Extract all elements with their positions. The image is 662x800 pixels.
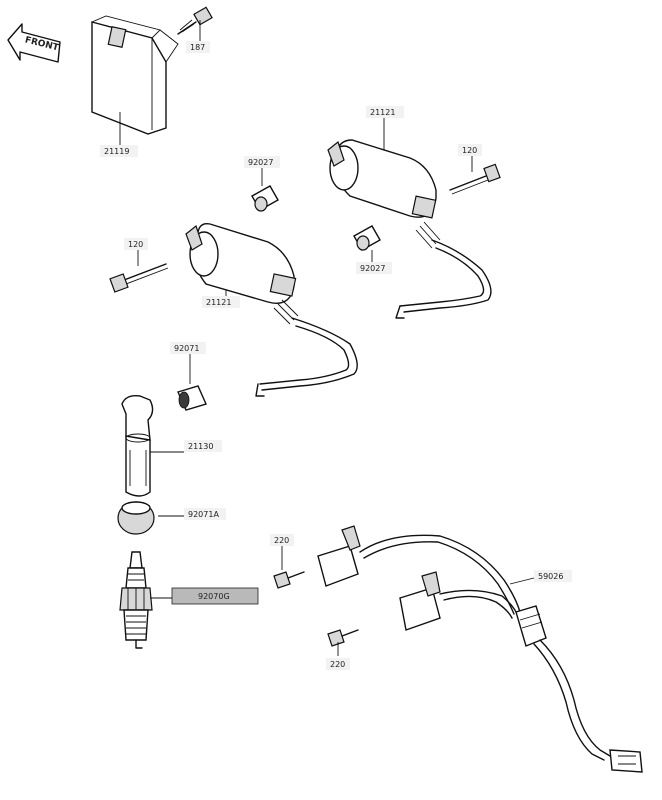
- seal-ring-drawing: [117, 501, 155, 535]
- callout-120-rear[interactable]: 120: [458, 144, 482, 156]
- front-coil-spacer-drawing: [251, 185, 279, 212]
- spark-plug-drawing: [119, 551, 153, 649]
- callout-21121-rear[interactable]: 21121: [366, 106, 404, 118]
- part-number-cap-cover: 92071: [174, 344, 199, 353]
- front-arrow-text: FRONT: [24, 35, 61, 53]
- part-number-coil-front-bolt: 120: [128, 240, 143, 249]
- front-coil-drawing: [185, 222, 358, 397]
- callout-21119[interactable]: 21119: [100, 145, 138, 157]
- ignitor-bolt-drawing: [177, 6, 213, 35]
- plug-cap-drawing: [121, 394, 154, 497]
- part-number-coil-front-spacer: 92027: [248, 158, 273, 167]
- part-number-ignitor-unit: 21119: [104, 147, 129, 156]
- callout-220-upper[interactable]: 220: [270, 534, 294, 546]
- part-number-ignitor-bolt: 187: [190, 43, 205, 52]
- part-number-spark-plug: 92070G: [198, 592, 230, 601]
- callout-92071[interactable]: 92071: [170, 342, 206, 354]
- ignitor-unit-drawing: [91, 15, 179, 135]
- rear-coil-bolt-drawing: [449, 163, 501, 195]
- front-coil-bolt-drawing: [109, 263, 169, 293]
- rear-coil-drawing: [327, 139, 492, 319]
- part-number-plug-cap: 21130: [188, 442, 213, 451]
- callout-21121-front[interactable]: 21121: [202, 296, 240, 308]
- callout-92070g[interactable]: 92070G: [171, 587, 259, 605]
- part-number-bracket-bolt-upper: 220: [274, 536, 289, 545]
- leader-lines: [119, 20, 535, 656]
- callout-92027-rear[interactable]: 92027: [356, 262, 392, 274]
- rear-coil-spacer-drawing: [353, 225, 381, 251]
- callout-120-front[interactable]: 120: [124, 238, 148, 250]
- part-number-coil-front: 21121: [206, 298, 231, 307]
- part-labels: 21119 187 21121 120 92027 21121 120 920: [100, 41, 572, 670]
- callout-187[interactable]: 187: [186, 41, 210, 53]
- callout-220-lower[interactable]: 220: [326, 658, 350, 670]
- cap-cover-drawing: [177, 385, 207, 411]
- wiring-harness-drawing: [317, 525, 643, 773]
- part-number-coil-rear: 21121: [370, 108, 395, 117]
- callout-21130[interactable]: 21130: [184, 440, 222, 452]
- callout-59026[interactable]: 59026: [534, 570, 572, 582]
- bracket-bolt-lower-drawing: [327, 629, 359, 647]
- part-number-bracket-bolt-lower: 220: [330, 660, 345, 669]
- part-number-coil-rear-bolt: 120: [462, 146, 477, 155]
- part-number-coil-rear-spacer: 92027: [360, 264, 385, 273]
- bracket-bolt-upper-drawing: [273, 571, 305, 589]
- callout-92027-front[interactable]: 92027: [244, 156, 280, 168]
- part-number-wiring-harness: 59026: [538, 572, 563, 581]
- front-direction-arrow: FRONT: [7, 23, 61, 63]
- part-number-seal-ring: 92071A: [188, 510, 219, 519]
- callout-92071a[interactable]: 92071A: [184, 508, 226, 520]
